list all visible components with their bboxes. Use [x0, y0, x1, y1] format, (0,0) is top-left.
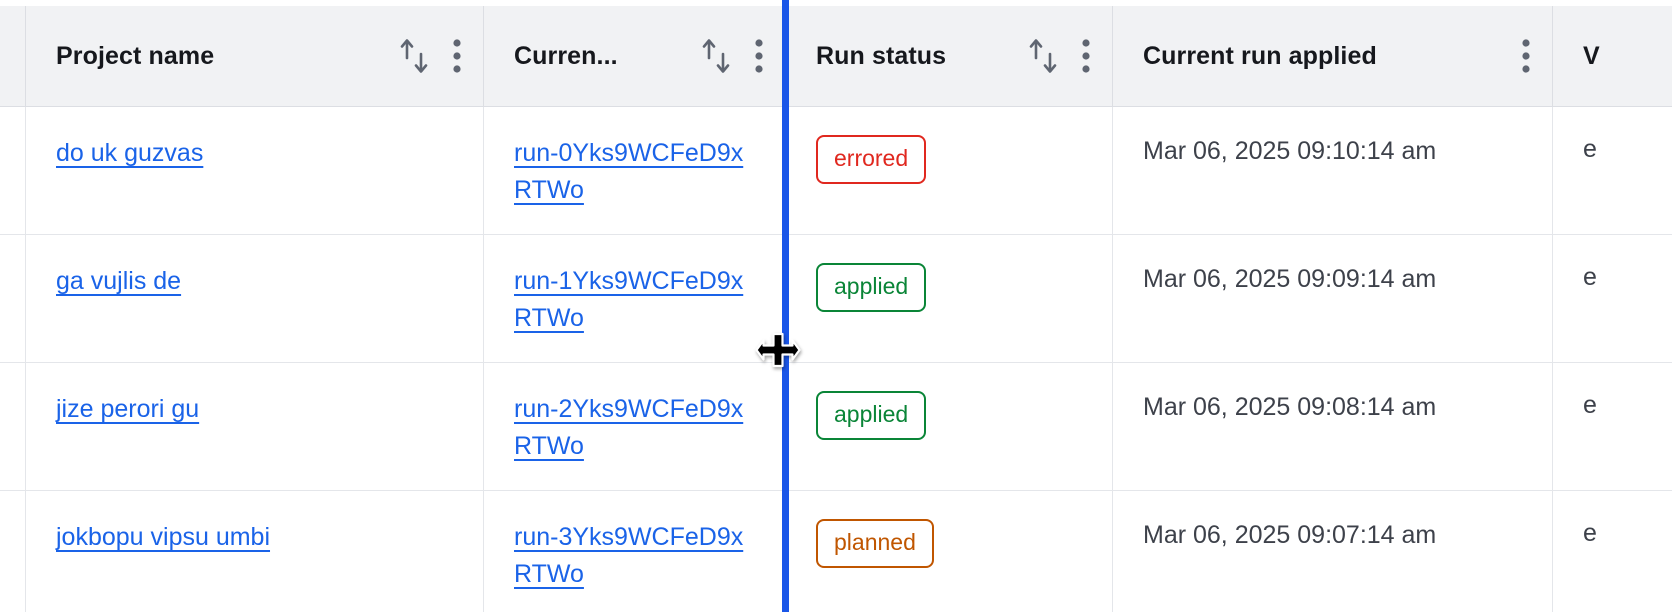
cell-run-status: errored — [786, 107, 1113, 235]
column-header-actions — [1522, 39, 1530, 73]
column-header-run-status[interactable]: Run status — [786, 6, 1113, 107]
cell-current-run: run-1Yks9WCFeD9xRTWo — [484, 235, 786, 363]
cell-project-name: do uk guzvas — [26, 107, 484, 235]
current-run-link[interactable]: run-1Yks9WCFeD9xRTWo — [514, 267, 744, 332]
current-run-applied-value: Mar 06, 2025 09:09:14 am — [1143, 265, 1437, 293]
table-header-row: Project name Curren... Run status Current r… — [0, 6, 1672, 107]
cell-project-name: ga vujlis de — [26, 235, 484, 363]
cell-run-status: applied — [786, 235, 1113, 363]
current-run-applied-value: Mar 06, 2025 09:10:14 am — [1143, 137, 1437, 165]
cell-run-status: applied — [786, 363, 1113, 491]
kebab-menu-icon[interactable] — [755, 39, 763, 73]
kebab-menu-icon[interactable] — [453, 39, 461, 73]
current-run-applied-value: Mar 06, 2025 09:07:14 am — [1143, 521, 1437, 549]
sort-updown-icon[interactable] — [1026, 37, 1060, 75]
column-header-label: Current run applied — [1143, 41, 1377, 70]
current-run-link[interactable]: run-0Yks9WCFeD9xRTWo — [514, 139, 744, 204]
table-header: Project name Curren... Run status Current r… — [0, 6, 1672, 107]
cell-gutter-left — [0, 363, 26, 491]
kebab-menu-icon[interactable] — [1082, 39, 1090, 73]
cell-gutter-left — [0, 491, 26, 612]
column-header-current-run[interactable]: Curren... — [484, 6, 786, 107]
column-resize-indicator[interactable] — [782, 0, 789, 612]
current-run-link[interactable]: run-2Yks9WCFeD9xRTWo — [514, 395, 744, 460]
column-header-project-name[interactable]: Project name — [26, 6, 484, 107]
status-badge: applied — [816, 263, 927, 312]
next-column-value: e — [1583, 135, 1597, 163]
project-name-link[interactable]: jize perori gu — [56, 395, 200, 423]
cell-current-run-applied: Mar 06, 2025 09:07:14 am — [1113, 491, 1553, 612]
column-header-label: Curren... — [514, 41, 618, 70]
column-header-actions — [397, 37, 461, 75]
cell-next-column: e — [1553, 235, 1672, 363]
cell-current-run: run-2Yks9WCFeD9xRTWo — [484, 363, 786, 491]
cell-current-run: run-3Yks9WCFeD9xRTWo — [484, 491, 786, 612]
next-column-value: e — [1583, 391, 1597, 419]
table-row[interactable]: do uk guzvas run-0Yks9WCFeD9xRTWo errored M… — [0, 107, 1672, 235]
column-header-actions — [699, 37, 763, 75]
column-header-label: V — [1583, 41, 1600, 70]
cell-current-run: run-0Yks9WCFeD9xRTWo — [484, 107, 786, 235]
sort-updown-icon[interactable] — [397, 37, 431, 75]
column-header-label: Project name — [56, 41, 215, 70]
table-row[interactable]: jokbopu vipsu umbi run-3Yks9WCFeD9xRTWo pl… — [0, 491, 1672, 612]
status-badge: errored — [816, 135, 927, 184]
project-name-link[interactable]: do uk guzvas — [56, 139, 204, 167]
cell-current-run-applied: Mar 06, 2025 09:08:14 am — [1113, 363, 1553, 491]
table-row[interactable]: jize perori gu run-2Yks9WCFeD9xRTWo applie… — [0, 363, 1672, 491]
column-header-inner: Project name — [56, 37, 461, 75]
column-header-inner: Run status — [816, 37, 1090, 75]
cell-project-name: jize perori gu — [26, 363, 484, 491]
column-header-actions — [1026, 37, 1090, 75]
project-name-link[interactable]: jokbopu vipsu umbi — [56, 523, 271, 551]
cell-project-name: jokbopu vipsu umbi — [26, 491, 484, 612]
cell-current-run-applied: Mar 06, 2025 09:09:14 am — [1113, 235, 1553, 363]
cell-gutter-left — [0, 235, 26, 363]
status-badge: applied — [816, 391, 927, 440]
next-column-value: e — [1583, 519, 1597, 547]
cell-next-column: e — [1553, 363, 1672, 491]
cell-run-status: planned — [786, 491, 1113, 612]
column-header-inner: V — [1583, 42, 1650, 71]
current-run-link[interactable]: run-3Yks9WCFeD9xRTWo — [514, 523, 744, 588]
kebab-menu-icon[interactable] — [1522, 39, 1530, 73]
column-header-inner: Curren... — [514, 37, 763, 75]
status-badge: planned — [816, 519, 934, 568]
column-header-next-column[interactable]: V — [1553, 6, 1672, 107]
cell-next-column: e — [1553, 107, 1672, 235]
cell-gutter-left — [0, 107, 26, 235]
column-header-label: Run status — [816, 41, 947, 70]
sort-updown-icon[interactable] — [699, 37, 733, 75]
cell-current-run-applied: Mar 06, 2025 09:10:14 am — [1113, 107, 1553, 235]
next-column-value: e — [1583, 263, 1597, 291]
project-name-link[interactable]: ga vujlis de — [56, 267, 182, 295]
column-header-inner: Current run applied — [1143, 39, 1530, 73]
column-header-gutter-left — [0, 6, 26, 107]
projects-table: Project name Curren... Run status Current r… — [0, 6, 1672, 612]
current-run-applied-value: Mar 06, 2025 09:08:14 am — [1143, 393, 1437, 421]
cell-next-column: e — [1553, 491, 1672, 612]
table-row[interactable]: ga vujlis de run-1Yks9WCFeD9xRTWo applied M… — [0, 235, 1672, 363]
column-header-current-run-applied[interactable]: Current run applied — [1113, 6, 1553, 107]
